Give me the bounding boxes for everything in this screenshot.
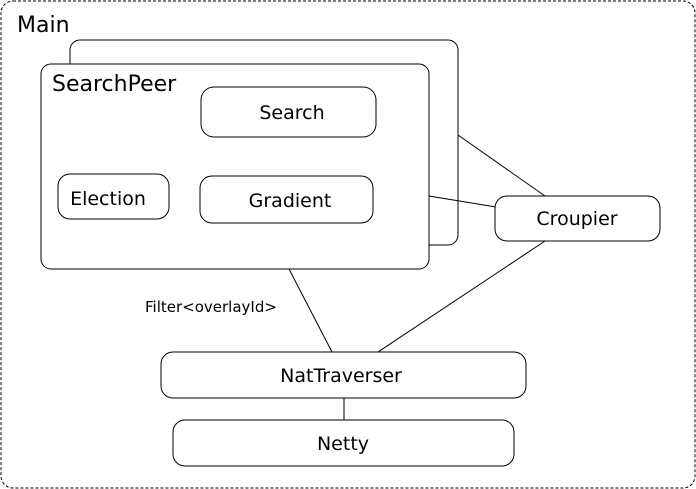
search-peer-label: SearchPeer — [52, 72, 177, 97]
croupier-nattraverser-edge — [377, 240, 546, 353]
nat-traverser-box — [160, 351, 527, 399]
filter-label: Filter<overlayId> — [145, 298, 277, 316]
election-label: Election — [70, 188, 146, 210]
search-label: Search — [259, 102, 324, 124]
main-label: Main — [17, 13, 70, 38]
searchpeer-croupier-edge — [428, 195, 497, 208]
searchpeer-back-croupier-edge — [457, 134, 546, 197]
gradient-label: Gradient — [249, 190, 332, 212]
election-box — [57, 173, 170, 220]
netty-label: Netty — [317, 433, 369, 455]
netty-box — [172, 419, 515, 467]
gradient-box — [199, 175, 374, 224]
nat-traverser-label: NatTraverser — [280, 365, 402, 387]
searchpeer-nattraverser-edge — [288, 268, 333, 353]
croupier-box — [494, 195, 661, 242]
croupier-label: Croupier — [536, 208, 617, 230]
search-box — [200, 86, 377, 138]
